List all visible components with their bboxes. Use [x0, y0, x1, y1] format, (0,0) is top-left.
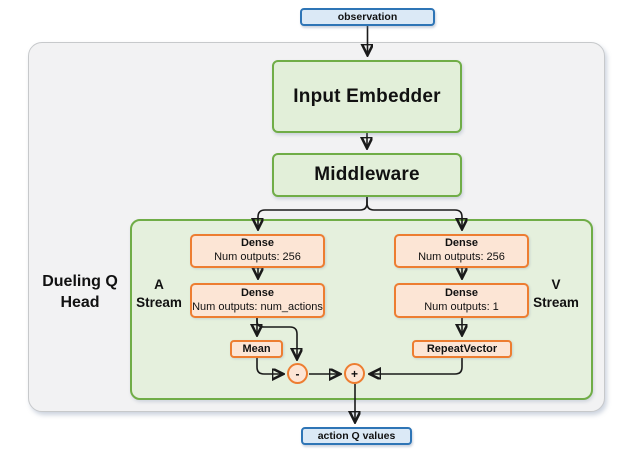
a-dense-1-title: Dense — [240, 237, 275, 250]
v-dense-1-detail: Num outputs: 256 — [418, 251, 505, 263]
mean-label: Mean — [242, 343, 271, 355]
repeat-vector-label: RepeatVector — [426, 343, 498, 355]
add-op-node: + — [344, 363, 365, 384]
a-stream-dense-1: Dense Num outputs: 256 — [190, 234, 325, 268]
a-stream-dense-2: Dense Num outputs: num_actions — [190, 283, 325, 318]
input-embedder-label: Input Embedder — [293, 85, 441, 107]
middleware-label: Middleware — [314, 164, 420, 185]
v-stream-label: V Stream — [533, 277, 579, 310]
action-q-values-node: action Q values — [301, 427, 412, 445]
v-stream-dense-2: Dense Num outputs: 1 — [394, 283, 529, 318]
repeat-vector-node: RepeatVector — [412, 340, 512, 358]
action-q-values-label: action Q values — [317, 430, 396, 442]
v-dense-1-title: Dense — [444, 237, 479, 250]
v-dense-2-title: Dense — [444, 286, 479, 299]
mean-node: Mean — [230, 340, 283, 358]
v-dense-2-detail: Num outputs: 1 — [424, 300, 499, 313]
middleware-node: Middleware — [272, 153, 462, 197]
subtract-op-node: - — [287, 363, 308, 384]
input-embedder-node: Input Embedder — [272, 60, 462, 133]
observation-label: observation — [337, 11, 398, 23]
a-stream-label: A Stream — [136, 277, 182, 310]
observation-node: observation — [300, 8, 435, 26]
a-dense-2-title: Dense — [240, 286, 275, 299]
dueling-q-head-label: Dueling Q Head — [42, 273, 118, 311]
a-dense-2-detail: Num outputs: num_actions — [192, 300, 323, 313]
v-stream-dense-1: Dense Num outputs: 256 — [394, 234, 529, 268]
a-dense-1-detail: Num outputs: 256 — [214, 251, 301, 263]
